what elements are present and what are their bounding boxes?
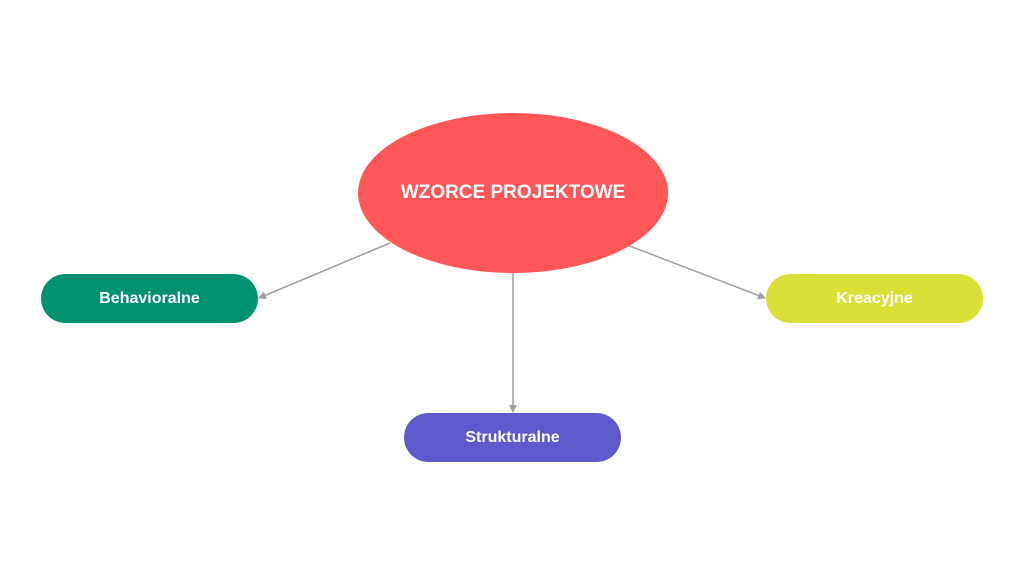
arrow-to-behavioralne: [258, 242, 391, 299]
node-behavioralne: Behavioralne: [41, 274, 258, 323]
node-kreacyjne: Kreacyjne: [766, 274, 983, 323]
node-strukturalne: Strukturalne: [404, 413, 621, 462]
node-label: Kreacyjne: [836, 289, 913, 307]
root-label: WZORCE PROJEKTOWE: [400, 182, 626, 203]
root-node: WZORCE PROJEKTOWE: [358, 113, 668, 273]
node-label: Behavioralne: [99, 289, 200, 307]
arrow-to-kreacyjne: [621, 242, 766, 300]
node-label: Strukturalne: [465, 428, 560, 446]
